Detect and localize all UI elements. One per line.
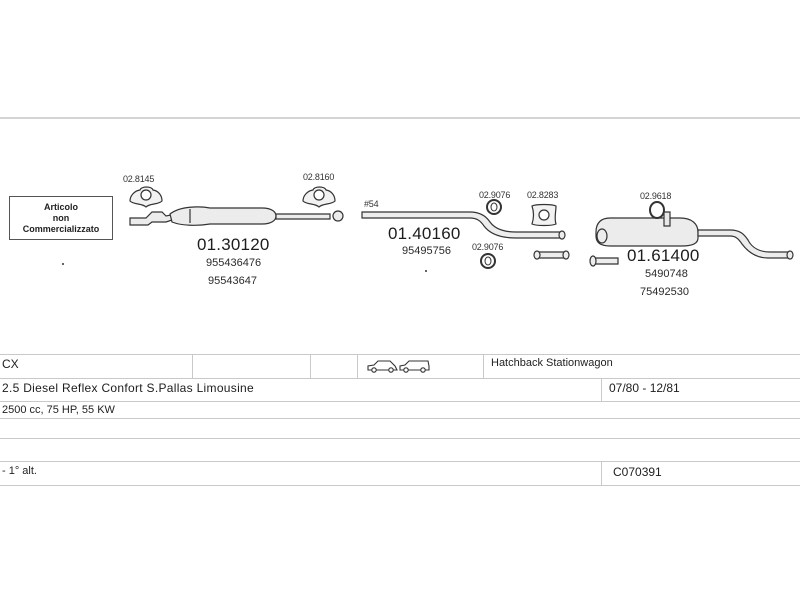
row-separator: [0, 418, 800, 419]
ring-a-drawing[interactable]: [486, 199, 502, 215]
row-separator: [0, 485, 800, 486]
row-separator: [0, 378, 800, 379]
version-cell: 2.5 Diesel Reflex Confort S.Pallas Limou…: [2, 381, 254, 395]
exhaust-diagram: [62, 186, 794, 272]
short-pipe-drawing[interactable]: [533, 250, 570, 260]
not-sold-line3: Commercializzato: [22, 223, 100, 234]
car-silhouettes-icon: [366, 358, 432, 379]
top-border: [0, 117, 800, 119]
middle-pipe-code[interactable]: 01.40160: [388, 224, 461, 243]
row-separator: [0, 354, 800, 355]
ring-b-drawing[interactable]: [480, 253, 496, 269]
not-sold-box: Articolo non Commercializzato: [9, 196, 113, 240]
note-cell: - 1° alt.: [2, 465, 37, 477]
ring-b-code[interactable]: 02.9076: [472, 242, 504, 252]
model-cell: CX: [2, 357, 19, 371]
rear-silencer-code[interactable]: 01.61400: [627, 246, 700, 265]
rubber-mount-code[interactable]: 02.9618: [640, 191, 672, 201]
engine-cell: 2500 cc, 75 HP, 55 KW: [2, 404, 115, 416]
tailpipe-piece-drawing[interactable]: [589, 255, 619, 267]
period-cell: 07/80 - 12/81: [609, 381, 680, 395]
ring-a-code[interactable]: 02.9076: [479, 190, 511, 200]
clamp-a-drawing[interactable]: [129, 186, 163, 208]
col-separator: [357, 354, 358, 378]
rear-silencer-oem-1: 5490748: [645, 268, 688, 280]
gasket-code[interactable]: 02.8283: [527, 190, 559, 200]
front-silencer-oem-2: 95543647: [208, 275, 257, 287]
front-silencer-code[interactable]: 01.30120: [197, 235, 270, 254]
rubber-mount-drawing[interactable]: [649, 201, 671, 227]
body-types-cell: Hatchback Stationwagon: [491, 357, 613, 369]
clamp-a-code[interactable]: 02.8145: [123, 174, 155, 184]
front-silencer-drawing[interactable]: [129, 206, 344, 226]
rear-silencer-oem-2: 75492530: [640, 286, 689, 298]
middle-pipe-oem-1: 95495756: [402, 245, 451, 257]
clamp-b-drawing[interactable]: [302, 186, 336, 208]
middle-pipe-drawing[interactable]: [361, 211, 566, 240]
kit-code-cell[interactable]: C070391: [613, 465, 662, 479]
front-silencer-oem-1: 955436476: [206, 257, 262, 269]
col-separator: [601, 378, 602, 401]
col-separator: [601, 461, 602, 485]
col-separator: [192, 354, 193, 378]
gasket-drawing[interactable]: [531, 203, 557, 227]
rear-silencer-drawing[interactable]: [595, 217, 794, 260]
clamp-b-code[interactable]: 02.8160: [303, 172, 335, 182]
middle-pipe-ref: #54: [364, 199, 379, 209]
row-separator: [0, 461, 800, 462]
col-separator: [310, 354, 311, 378]
not-sold-line2: non: [52, 212, 70, 223]
col-separator: [483, 354, 484, 378]
row-separator: [0, 401, 800, 402]
not-sold-line1: Articolo: [43, 201, 78, 212]
row-separator: [0, 438, 800, 439]
